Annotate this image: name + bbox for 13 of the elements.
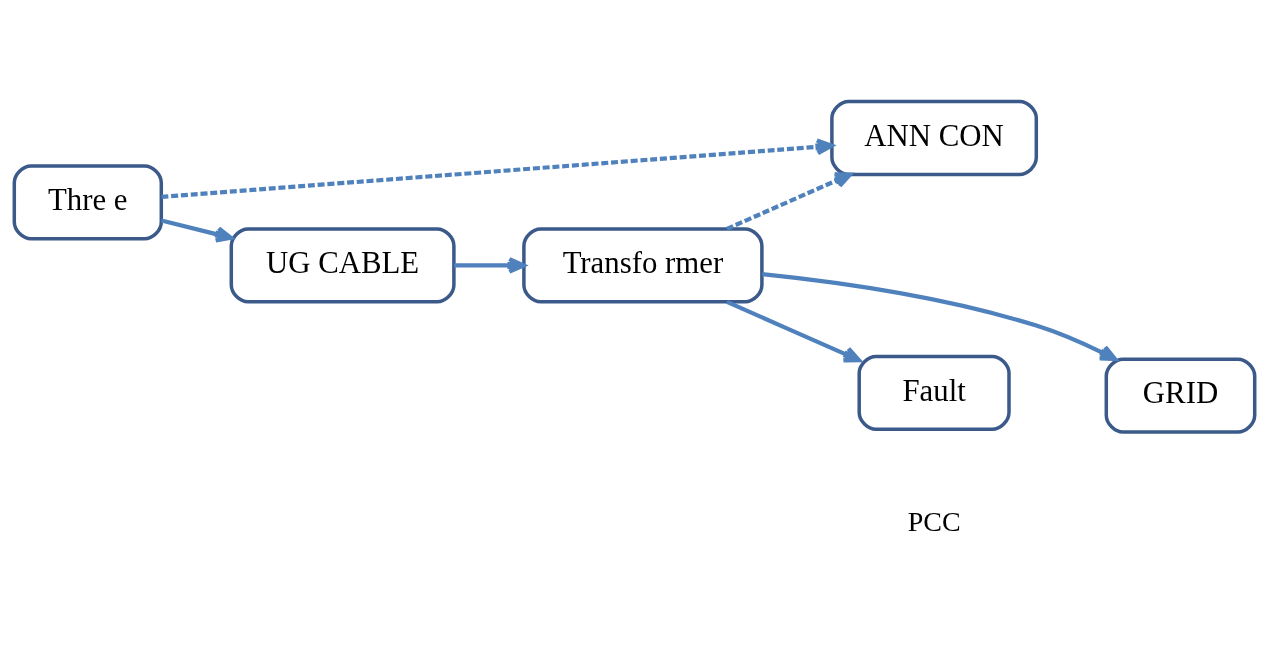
arrow — [726, 171, 853, 231]
arrow — [726, 299, 861, 362]
node-box: GRID — [1104, 356, 1257, 434]
node-box: UG CABLE — [229, 226, 456, 304]
arrow — [161, 137, 834, 199]
node-box: Transfo rmer — [522, 226, 764, 304]
node-box: ANN CON — [830, 99, 1039, 176]
label: PCC — [907, 505, 961, 537]
node-box: Fault — [857, 354, 1011, 431]
arrow — [761, 271, 1118, 361]
arrow — [160, 217, 233, 243]
node-box: Thre e — [12, 163, 164, 241]
arrow — [453, 256, 526, 274]
